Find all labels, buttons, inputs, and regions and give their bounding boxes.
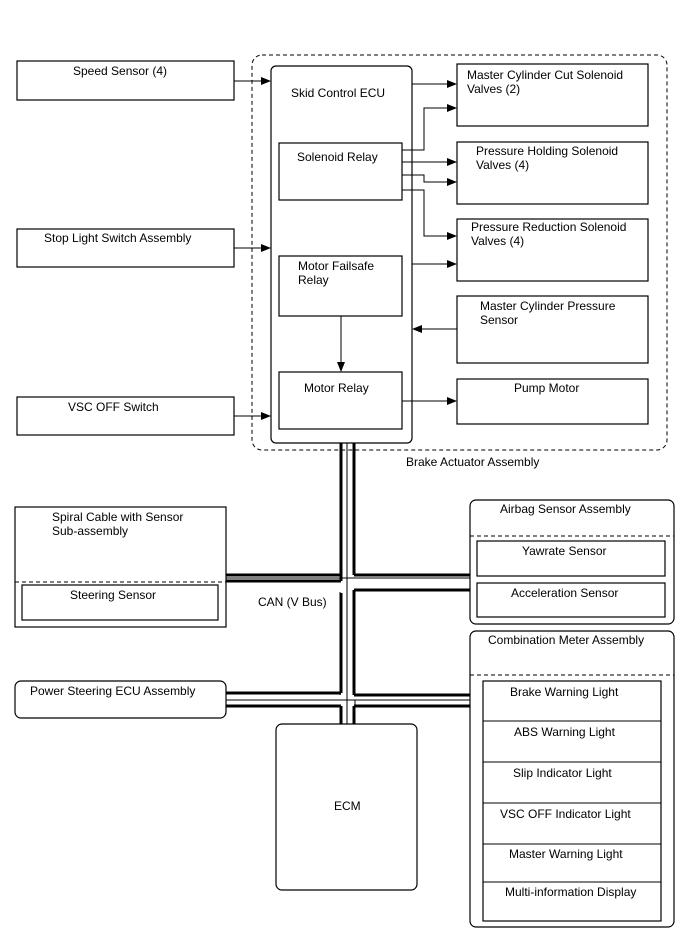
brake-actuator-boundary bbox=[251, 54, 668, 451]
can-bus-label: CAN (V Bus) bbox=[258, 595, 327, 609]
pressure-reduction-label-1: Pressure Reduction Solenoid bbox=[471, 220, 626, 234]
signal-arrows bbox=[234, 77, 457, 420]
airbag-sensor-title: Airbag Sensor Assembly bbox=[500, 502, 631, 516]
pump-motor-label: Pump Motor bbox=[514, 381, 579, 395]
pressure-holding-label-2: Valves (4) bbox=[476, 158, 529, 172]
combination-meter-title: Combination Meter Assembly bbox=[488, 633, 644, 647]
pressure-holding-valves-box bbox=[456, 141, 649, 205]
acceleration-sensor-label: Acceleration Sensor bbox=[511, 586, 618, 600]
brake-actuator-label: Brake Actuator Assembly bbox=[406, 455, 539, 469]
master-cylinder-cut-valves-box bbox=[456, 63, 649, 127]
yawrate-sensor-box bbox=[476, 540, 666, 577]
motor-failsafe-relay-label-2: Relay bbox=[298, 273, 329, 287]
master-cylinder-pressure-sensor-box bbox=[456, 295, 649, 364]
meter-item-multi-information-display: Multi-information Display bbox=[505, 885, 636, 899]
pressure-reduction-valves-box bbox=[456, 218, 649, 282]
meter-item-vsc-off-indicator: VSC OFF Indicator Light bbox=[500, 807, 631, 821]
master-cylinder-cut-label-2: Valves (2) bbox=[467, 82, 520, 96]
acceleration-sensor-box bbox=[476, 582, 666, 618]
skid-control-ecu-label: Skid Control ECU bbox=[291, 86, 385, 100]
vsc-off-switch-box bbox=[16, 396, 235, 436]
steering-sensor-label: Steering Sensor bbox=[70, 588, 156, 602]
spiral-cable-title-2: Sub-assembly bbox=[52, 524, 128, 538]
pump-motor-box bbox=[456, 378, 649, 425]
solenoid-relay-label: Solenoid Relay bbox=[297, 150, 378, 164]
master-cylinder-pressure-label-1: Master Cylinder Pressure bbox=[480, 299, 616, 313]
master-cylinder-pressure-label-2: Sensor bbox=[480, 313, 518, 327]
motor-failsafe-relay-label-1: Motor Failsafe bbox=[298, 259, 374, 273]
motor-relay-label: Motor Relay bbox=[304, 381, 369, 395]
vsc-off-switch-label: VSC OFF Switch bbox=[68, 400, 159, 414]
meter-item-slip-indicator: Slip Indicator Light bbox=[513, 766, 612, 780]
ecm-label: ECM bbox=[334, 799, 361, 813]
power-steering-ecu-label: Power Steering ECU Assembly bbox=[30, 684, 195, 698]
ecm-box bbox=[275, 723, 418, 891]
can-bus bbox=[218, 442, 470, 725]
spiral-cable-title-1: Spiral Cable with Sensor bbox=[52, 510, 183, 524]
meter-item-dividers bbox=[483, 720, 661, 883]
master-cylinder-cut-label-1: Master Cylinder Cut Solenoid bbox=[467, 68, 623, 82]
meter-item-master-warning: Master Warning Light bbox=[509, 847, 623, 861]
pressure-reduction-label-2: Valves (4) bbox=[471, 234, 524, 248]
speed-sensor-box bbox=[16, 60, 235, 101]
power-steering-ecu-box bbox=[14, 680, 227, 719]
stop-light-switch-box bbox=[16, 228, 235, 268]
motor-failsafe-relay-box bbox=[278, 255, 403, 317]
solenoid-relay-box bbox=[278, 142, 403, 201]
speed-sensor-label: Speed Sensor (4) bbox=[73, 64, 167, 78]
meter-item-abs-warning: ABS Warning Light bbox=[514, 725, 616, 739]
stop-light-switch-label: Stop Light Switch Assembly bbox=[44, 231, 191, 245]
yawrate-sensor-label: Yawrate Sensor bbox=[522, 544, 607, 558]
pressure-holding-label-1: Pressure Holding Solenoid bbox=[476, 144, 618, 158]
meter-item-brake-warning: Brake Warning Light bbox=[510, 685, 619, 699]
steering-sensor-box bbox=[21, 584, 219, 621]
